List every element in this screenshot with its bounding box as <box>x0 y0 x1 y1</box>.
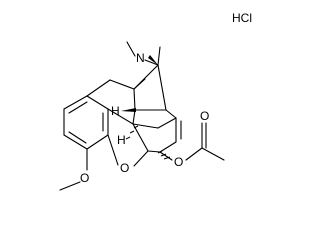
acetate-group <box>159 122 225 161</box>
wedge-bond <box>121 108 136 112</box>
ether-bridge <box>107 123 149 167</box>
nitrogen-atom: N <box>136 51 145 65</box>
salt-label: HCl <box>232 11 252 25</box>
hash-bond <box>125 125 139 140</box>
methoxy-group <box>59 148 88 191</box>
ester-oxygen-atom: O <box>174 155 183 169</box>
methoxy-oxygen-atom: O <box>80 171 89 185</box>
hydrogen-label-upper: H <box>111 104 120 118</box>
upper-rings <box>86 46 177 129</box>
aromatic-ring <box>63 95 109 150</box>
hydrogen-label-lower: H <box>117 133 126 147</box>
hash-bond <box>157 150 171 160</box>
cyclohexene-ring <box>147 117 182 153</box>
ring-oxygen-atom: O <box>120 161 129 175</box>
n-methyl <box>126 41 159 66</box>
molecule-structure: N O O O O H H HCl <box>59 11 252 191</box>
wedge-bond <box>148 55 158 65</box>
carbonyl-oxygen-atom: O <box>200 109 209 123</box>
